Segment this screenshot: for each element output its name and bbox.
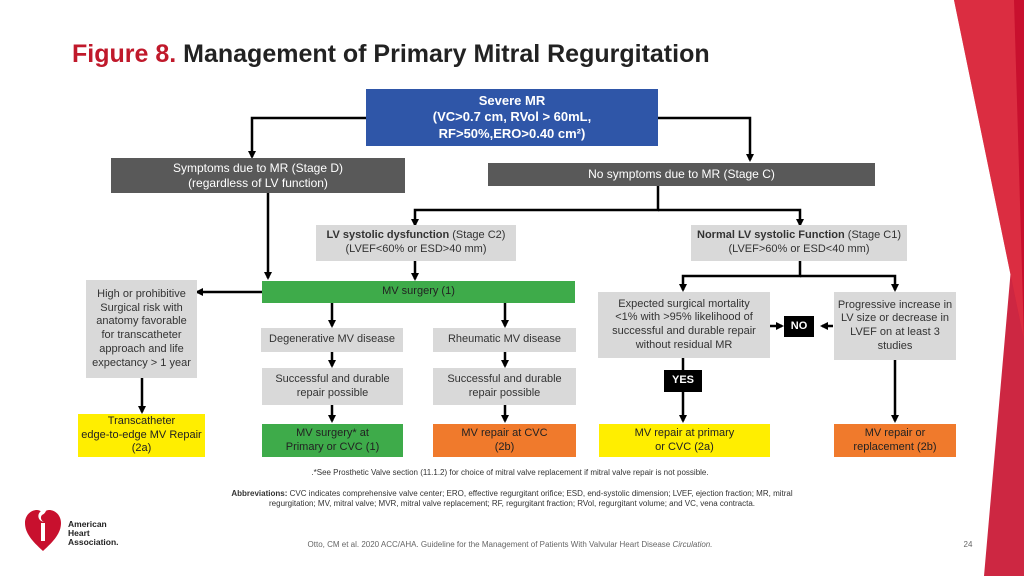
repair-possible-line2: repair possible bbox=[296, 386, 369, 399]
progressive-line: Progressive increase in bbox=[837, 298, 953, 311]
no-decision-label: NO bbox=[784, 316, 814, 337]
mortality-line: <1% with >95% likelihood of bbox=[615, 311, 753, 324]
severe-mr-line1: Severe MR bbox=[478, 93, 546, 109]
mv-surgery-label: MV surgery (1) bbox=[382, 285, 455, 298]
no-symptoms-box: No symptoms due to MR (Stage C) bbox=[488, 163, 875, 186]
symptoms-line2: (regardless of LV function) bbox=[188, 175, 328, 190]
high-risk-line: expectancy > 1 year bbox=[92, 356, 191, 369]
lv-dysfunction-stage: (Stage C2) bbox=[449, 229, 506, 242]
mv-repair-replacement-box: MV repair or replacement (2b) bbox=[834, 424, 956, 457]
progressive-line: LVEF on at least 3 bbox=[850, 326, 940, 338]
abbreviations: Abbreviations: CVC indicates comprehensi… bbox=[222, 489, 802, 510]
high-risk-line: High or prohibitive bbox=[97, 287, 186, 300]
normal-lv-stage: (Stage C1) bbox=[844, 229, 901, 242]
citation: Otto, CM et al. 2020 ACC/AHA. Guideline … bbox=[240, 540, 780, 550]
teer-line3: (2a) bbox=[131, 442, 152, 455]
mortality-line: without residual MR bbox=[635, 338, 733, 351]
aha-wordmark: American Heart Association. bbox=[68, 520, 119, 547]
lv-dysfunction-bold: LV systolic dysfunction bbox=[326, 229, 450, 242]
severe-mr-box: Severe MR (VC>0.7 cm, RVol > 60mL, RF>50… bbox=[366, 89, 658, 146]
mv-repair-replacement-line2: replacement (2b) bbox=[853, 440, 937, 453]
high-risk-line: for transcatheter bbox=[101, 329, 182, 341]
teer-outcome-box: Transcatheter edge-to-edge MV Repair (2a… bbox=[78, 414, 205, 457]
mv-repair-primary-line2: or CVC (2a) bbox=[655, 440, 714, 453]
title-text: Management of Primary Mitral Regurgitati… bbox=[183, 40, 710, 68]
mv-repair-cvc-line1: MV repair at CVC bbox=[461, 426, 548, 439]
mv-surgery-star-line2: Primary or CVC (1) bbox=[285, 440, 380, 453]
expected-mortality-box: Expected surgical mortality <1% with >95… bbox=[598, 292, 770, 358]
corner-decoration bbox=[954, 0, 1024, 576]
teer-line2: edge-to-edge MV Repair bbox=[81, 428, 202, 441]
progressive-line: LV size or decrease in bbox=[840, 312, 950, 325]
high-risk-line: approach and life bbox=[99, 342, 184, 355]
repair-possible-degenerative: Successful and durable repair possible bbox=[262, 368, 403, 405]
high-risk-line: anatomy favorable bbox=[96, 315, 187, 328]
footnote: .*See Prosthetic Valve section (11.1.2) … bbox=[311, 468, 709, 477]
logo-line2: Heart bbox=[68, 527, 90, 538]
teer-line1: Transcatheter bbox=[107, 414, 176, 427]
citation-text: Otto, CM et al. 2020 ACC/AHA. Guideline … bbox=[307, 540, 673, 549]
symptoms-line1: Symptoms due to MR (Stage D) bbox=[172, 160, 344, 175]
yes-decision-label: YES bbox=[664, 370, 702, 392]
severe-mr-line2: (VC>0.7 cm, RVol > 60mL, bbox=[432, 109, 592, 125]
page-title: Figure 8. Management of Primary Mitral R… bbox=[72, 40, 710, 69]
lv-dysfunction-box: LV systolic dysfunction (Stage C2) (LVEF… bbox=[316, 225, 516, 261]
high-risk-box: High or prohibitive Surgical risk with a… bbox=[86, 280, 197, 378]
mv-repair-primary-box: MV repair at primary or CVC (2a) bbox=[599, 424, 770, 457]
repair-possible-line2: repair possible bbox=[468, 386, 541, 399]
logo-line1: American bbox=[68, 519, 107, 529]
page-number: 24 bbox=[963, 540, 973, 549]
normal-lv-line2: (LVEF>60% or ESD<40 mm) bbox=[728, 243, 870, 255]
progressive-line: studies bbox=[877, 339, 913, 352]
mortality-line: successful and durable repair bbox=[612, 325, 756, 337]
normal-lv-box: Normal LV systolic Function (Stage C1) (… bbox=[691, 225, 907, 261]
figure-label: Figure 8. bbox=[72, 40, 177, 68]
degenerative-box: Degenerative MV disease bbox=[261, 328, 403, 352]
rheumatic-box: Rheumatic MV disease bbox=[433, 328, 576, 352]
abbreviations-label: Abbreviations: bbox=[231, 489, 288, 498]
mv-repair-primary-line1: MV repair at primary bbox=[634, 426, 735, 439]
lv-dysfunction-line2: (LVEF<60% or ESD>40 mm) bbox=[345, 243, 487, 255]
mv-repair-cvc-line2: (2b) bbox=[494, 440, 515, 453]
citation-journal: Circulation. bbox=[672, 540, 713, 549]
mortality-line: Expected surgical mortality bbox=[618, 297, 750, 310]
rheumatic-label: Rheumatic MV disease bbox=[447, 333, 562, 346]
no-symptoms-line1: No symptoms due to MR (Stage C) bbox=[588, 167, 775, 181]
mv-surgery-box: MV surgery (1) bbox=[262, 281, 575, 303]
repair-possible-line1: Successful and durable bbox=[275, 372, 390, 385]
aha-logo: American Heart Association. bbox=[24, 503, 134, 555]
repair-possible-rheumatic: Successful and durable repair possible bbox=[433, 368, 576, 405]
repair-possible-line1: Successful and durable bbox=[447, 372, 562, 385]
high-risk-line: Surgical risk with bbox=[100, 301, 183, 314]
progressive-box: Progressive increase in LV size or decre… bbox=[834, 292, 956, 360]
normal-lv-bold: Normal LV systolic Function bbox=[697, 229, 845, 242]
symptoms-box: Symptoms due to MR (Stage D) (regardless… bbox=[111, 158, 405, 193]
logo-line3: Association. bbox=[68, 536, 119, 547]
heart-torch-icon bbox=[25, 505, 61, 551]
mv-surgery-primary-box: MV surgery* at Primary or CVC (1) bbox=[262, 424, 403, 457]
abbreviations-text: CVC indicates comprehensive valve center… bbox=[269, 489, 793, 509]
mv-repair-cvc-box: MV repair at CVC (2b) bbox=[433, 424, 576, 457]
mv-surgery-star-line1: MV surgery* at bbox=[296, 426, 369, 439]
mv-repair-replacement-line1: MV repair or bbox=[864, 426, 926, 439]
degenerative-label: Degenerative MV disease bbox=[269, 333, 395, 346]
severe-mr-line3: RF>50%,ERO>0.40 cm²) bbox=[438, 125, 586, 141]
